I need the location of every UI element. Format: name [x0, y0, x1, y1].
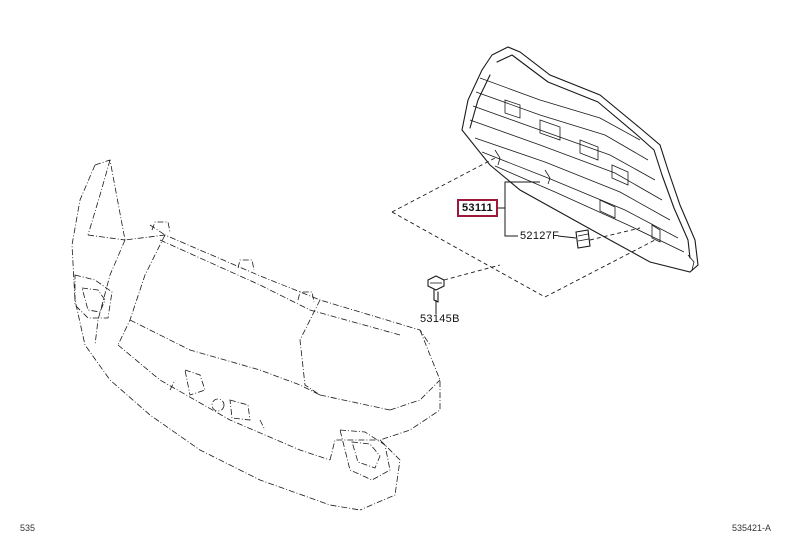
clip-part — [575, 229, 591, 249]
assembly-outline — [391, 157, 656, 298]
clip-part-number[interactable]: 52127F — [520, 230, 560, 242]
screw-part — [427, 275, 445, 303]
screw-part-number[interactable]: 53145B — [420, 313, 460, 325]
grille-part-number[interactable]: 53111 — [457, 199, 498, 217]
leader-lines — [435, 181, 577, 314]
front-bumper — [71, 159, 441, 511]
footer-right-code: 535421-A — [732, 523, 772, 533]
footer-left-code: 535 — [20, 523, 36, 533]
radiator-grille — [461, 46, 699, 273]
